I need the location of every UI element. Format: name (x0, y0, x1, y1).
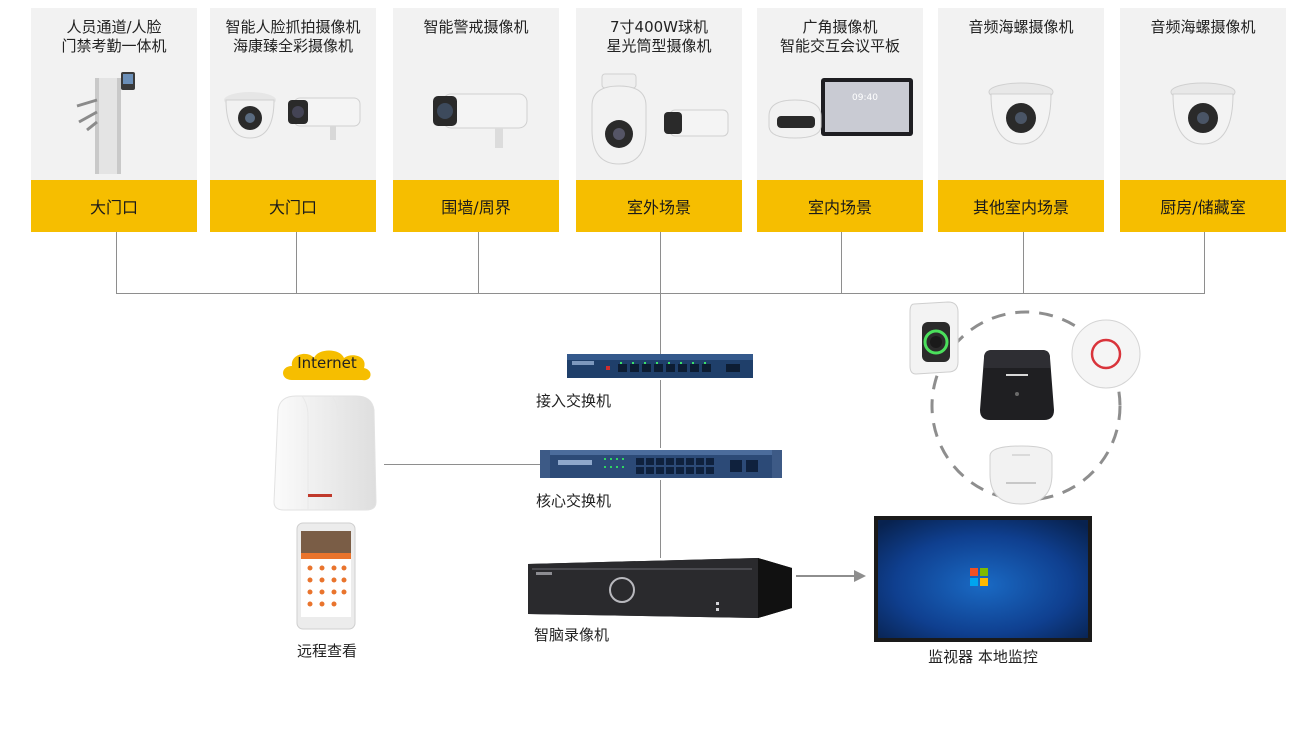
camera-location-label: 室内场景 (757, 180, 923, 232)
internet-cloud-icon (278, 346, 376, 386)
wire-card-5 (841, 232, 842, 294)
camera-title-line-2: 门禁考勤一体机 (61, 37, 167, 55)
wire-card-4 (660, 232, 661, 294)
wire-card-3 (478, 232, 479, 294)
camera-title-line-2: 智能交互会议平板 (779, 37, 900, 55)
wifi-router-icon (268, 390, 382, 516)
access-switch-icon (566, 352, 754, 382)
camera-card-title: 智能人脸抓拍摄像机海康臻全彩摄像机 (210, 18, 376, 56)
internet-label: Internet (297, 354, 357, 372)
wire-card-6 (1023, 232, 1024, 294)
camera-location-label: 其他室内场景 (938, 180, 1104, 232)
svg-text:09:40: 09:40 (852, 93, 878, 103)
monitor-label: 监视器 本地监控 (928, 648, 1038, 666)
core-switch-icon (540, 446, 782, 482)
camera-card-title: 音频海螺摄像机 (1120, 18, 1286, 37)
remote-view-label: 远程查看 (296, 642, 357, 660)
wire-trunk-upper (660, 294, 661, 354)
camera-location-label: 大门口 (210, 180, 376, 232)
camera-card-1: 人员通道/人脸门禁考勤一体机大门口 (31, 8, 197, 232)
turnstile-face-terminal-icon (39, 70, 189, 174)
camera-card-7: 音频海螺摄像机厨房/储藏室 (1120, 8, 1286, 232)
wire-trunk-middle (660, 380, 661, 448)
wire-router-core (384, 464, 542, 465)
monitor-display-icon (874, 516, 1092, 642)
camera-title-line-1: 智能警戒摄像机 (423, 18, 529, 36)
camera-title-line-2: 海康臻全彩摄像机 (232, 37, 353, 55)
camera-card-title: 音频海螺摄像机 (938, 18, 1104, 37)
wire-trunk-lower (660, 480, 661, 558)
door-sensor-keypad-icon (908, 300, 962, 378)
camera-title-line-1: 7寸400W球机 (609, 18, 708, 36)
nvr-label: 智脑录像机 (534, 626, 610, 644)
camera-title-line-1: 智能人脸抓拍摄像机 (225, 18, 361, 36)
camera-card-6: 音频海螺摄像机其他室内场景 (938, 8, 1104, 232)
camera-location-label: 厨房/储藏室 (1120, 180, 1286, 232)
camera-title-line-1: 音频海螺摄像机 (968, 18, 1074, 36)
bullet-camera-icon (401, 70, 551, 174)
wire-card-2 (296, 232, 297, 294)
camera-title-line-1: 音频海螺摄像机 (1150, 18, 1256, 36)
dome-and-bullet-camera-icon (218, 70, 368, 174)
camera-card-title: 7寸400W球机星光筒型摄像机 (576, 18, 742, 56)
camera-card-2: 智能人脸抓拍摄像机海康臻全彩摄像机大门口 (210, 8, 376, 232)
access-switch-label: 接入交换机 (536, 392, 612, 410)
smartphone-app-icon (296, 522, 356, 630)
alarm-hub-icon (978, 348, 1056, 422)
nvr-recorder-icon (526, 556, 794, 620)
ptz-and-bullet-camera-icon (584, 70, 734, 174)
wire-bus (116, 293, 1205, 294)
camera-title-line-1: 广角摄像机 (802, 18, 878, 36)
camera-card-title: 广角摄像机智能交互会议平板 (757, 18, 923, 56)
camera-title-line-1: 人员通道/人脸 (66, 18, 162, 36)
camera-location-label: 室外场景 (576, 180, 742, 232)
core-switch-label: 核心交换机 (536, 492, 612, 510)
camera-location-label: 围墙/周界 (393, 180, 559, 232)
camera-card-4: 7寸400W球机星光筒型摄像机室外场景 (576, 8, 742, 232)
camera-location-label: 大门口 (31, 180, 197, 232)
wire-card-7 (1204, 232, 1205, 294)
camera-card-5: 广角摄像机智能交互会议平板 09:40 室内场景 (757, 8, 923, 232)
turret-camera-icon (1128, 70, 1278, 174)
camera-card-3: 智能警戒摄像机围墙/周界 (393, 8, 559, 232)
camera-card-title: 人员通道/人脸门禁考勤一体机 (31, 18, 197, 56)
wire-card-1 (116, 232, 117, 294)
camera-card-title: 智能警戒摄像机 (393, 18, 559, 37)
emergency-button-icon (1070, 318, 1142, 390)
camera-title-line-2: 星光筒型摄像机 (606, 37, 712, 55)
turret-camera-icon (946, 70, 1096, 174)
nvr-to-monitor-arrow (796, 568, 868, 584)
wide-angle-camera-and-tablet-icon: 09:40 (765, 70, 915, 174)
smoke-detector-icon (986, 444, 1056, 506)
